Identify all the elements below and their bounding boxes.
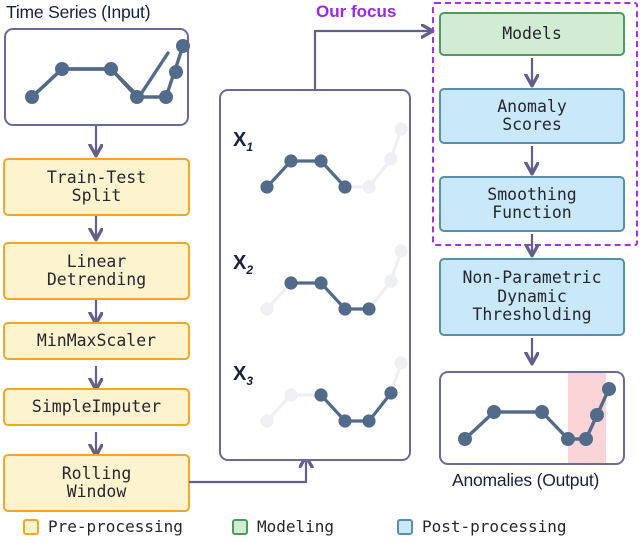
- pipeline-box-linear-detrending[interactable]: Linear Detrending: [3, 242, 190, 300]
- output-series-svg: [458, 373, 616, 463]
- window-label-subscript: 1: [246, 140, 254, 154]
- box-line: SimpleImputer: [31, 396, 162, 416]
- box-line: Models: [502, 23, 562, 43]
- box-line: Anomaly: [497, 96, 567, 116]
- window-series-x2: [260, 244, 408, 316]
- windows-to-models-connector: [313, 10, 445, 91]
- window-label-text: X: [233, 363, 247, 385]
- box-line: Linear: [66, 251, 127, 271]
- window-label-text: X: [233, 129, 247, 151]
- legend-swatch-modeling: [232, 518, 248, 535]
- window-label-text: X: [233, 252, 247, 274]
- window-label-x2: X2: [233, 252, 253, 277]
- left-column-arrows: [0, 126, 200, 490]
- our-focus-label: Our focus: [316, 2, 397, 21]
- right-column-arrows: [440, 58, 630, 390]
- input-panel-title: Time Series (Input): [6, 2, 151, 22]
- pipeline-box-simpleimputer[interactable]: SimpleImputer: [3, 388, 190, 426]
- pipeline-box-rolling-window[interactable]: Rolling Window: [3, 454, 190, 512]
- box-line: Window: [66, 482, 127, 501]
- box-line: Smoothing: [487, 184, 577, 204]
- box-line: Dynamic: [497, 286, 567, 306]
- window-series-x3: [260, 356, 408, 428]
- legend-item-modeling: Modeling: [232, 517, 334, 536]
- box-line: Train-Test: [46, 167, 147, 187]
- pipeline-box-minmaxscaler[interactable]: MinMaxScaler: [3, 322, 190, 360]
- time-series-input-plot: [4, 28, 190, 126]
- window-label-subscript: 2: [246, 263, 254, 277]
- box-line: MinMaxScaler: [36, 330, 157, 350]
- legend-item-pre-processing: Pre-processing: [23, 517, 183, 536]
- legend-label-post-processing: Post-processing: [422, 517, 567, 536]
- legend-swatch-post-processing: [397, 518, 413, 535]
- rolling-window-to-windows-connector: [188, 440, 346, 484]
- anomalies-output-plot: [439, 371, 625, 465]
- box-line: Split: [71, 186, 122, 205]
- input-series-svg: [25, 39, 190, 104]
- box-line: Function: [492, 203, 572, 222]
- pipeline-box-models[interactable]: Models: [439, 12, 625, 56]
- box-line: Scores: [502, 115, 562, 134]
- output-panel-title: Anomalies (Output): [452, 470, 600, 490]
- window-series-x1: [260, 122, 408, 194]
- legend-item-post-processing: Post-processing: [397, 517, 567, 536]
- legend-label-modeling: Modeling: [257, 517, 335, 536]
- pipeline-box-smoothing-function[interactable]: Smoothing Function: [439, 176, 625, 232]
- box-line: Non-Parametric: [462, 268, 602, 288]
- box-line: Thresholding: [472, 305, 592, 325]
- box-line: Rolling: [61, 463, 132, 483]
- rolling-windows-panel: X1 X2: [219, 89, 411, 461]
- box-line: Detrending: [46, 270, 147, 289]
- window-label-x1: X1: [233, 129, 253, 154]
- pipeline-box-non-parametric-dynamic-thresholding[interactable]: Non-Parametric Dynamic Thresholding: [439, 258, 625, 336]
- window-label-x3: X3: [233, 363, 253, 388]
- pipeline-box-anomaly-scores[interactable]: Anomaly Scores: [439, 88, 625, 144]
- legend-label-pre-processing: Pre-processing: [48, 517, 183, 536]
- legend-swatch-pre-processing: [23, 518, 39, 535]
- pipeline-box-train-test-split[interactable]: Train-Test Split: [3, 158, 190, 216]
- window-label-subscript: 3: [246, 374, 254, 388]
